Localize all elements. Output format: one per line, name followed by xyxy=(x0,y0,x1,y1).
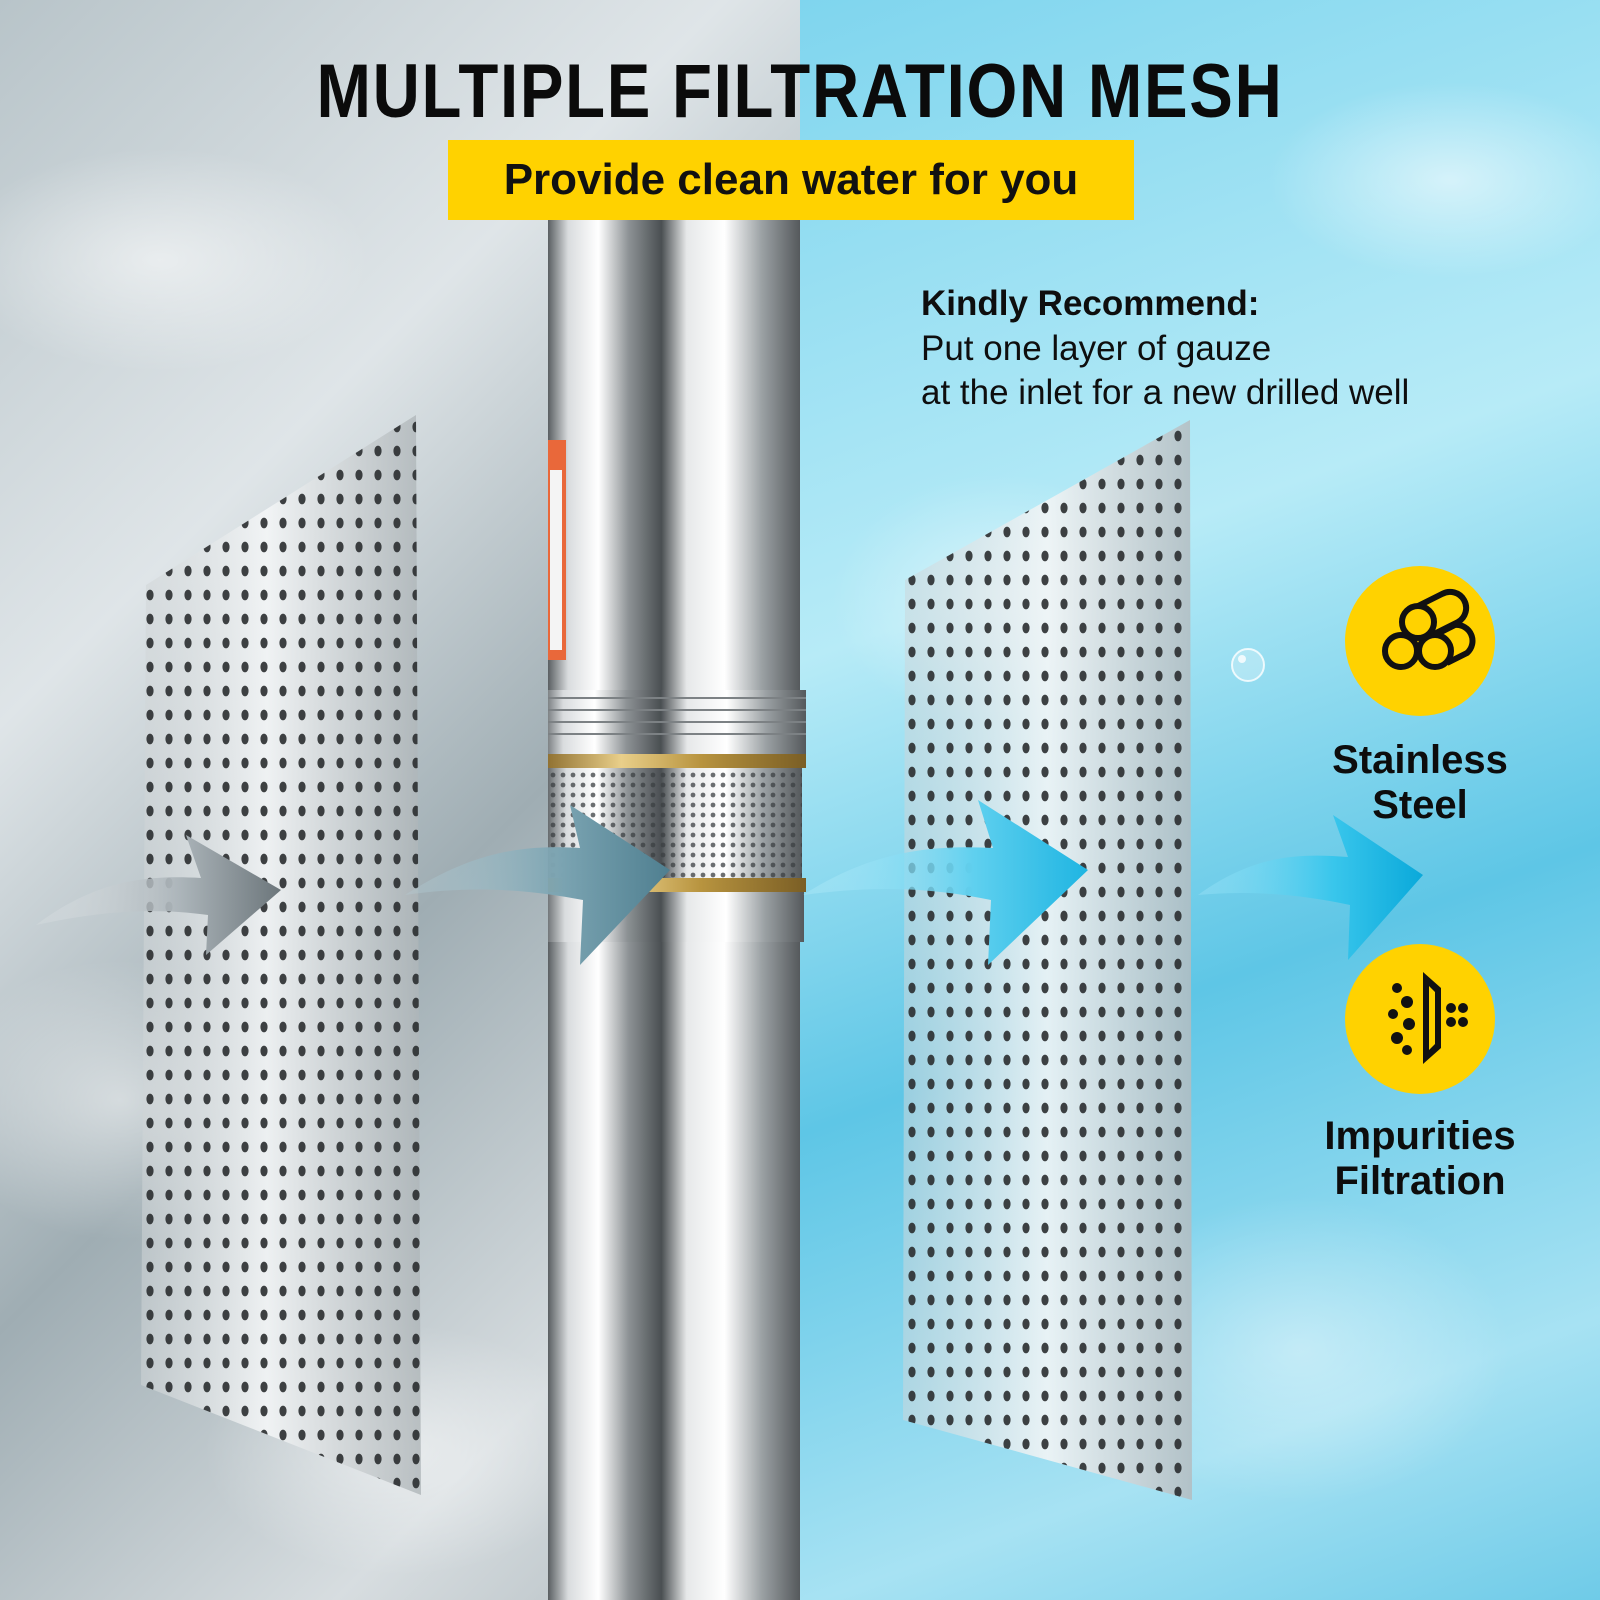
flow-arrow-dirty xyxy=(36,835,281,955)
water-droplet xyxy=(1231,648,1265,682)
recommendation-heading: Kindly Recommend: xyxy=(921,284,1260,323)
subtitle-text: Provide clean water for you xyxy=(503,155,1079,204)
filter-mesh-panel-right xyxy=(903,420,1192,1500)
page-title: MULTIPLE FILTRATION MESH xyxy=(316,49,1284,134)
recommendation-line-1: Put one layer of gauze xyxy=(921,329,1272,368)
flow-arrow-clean xyxy=(1198,815,1423,960)
recommendation-note: Kindly Recommend: Put one layer of gauze… xyxy=(921,281,1409,415)
recommendation-line-2: at the inlet for a new drilled well xyxy=(921,373,1410,412)
pipes-icon xyxy=(1382,588,1476,670)
stainless-steel-badge xyxy=(1345,566,1495,716)
flow-arrow-entering xyxy=(405,805,670,965)
submersible-pump xyxy=(548,220,806,1600)
filtration-icon xyxy=(1388,972,1468,1064)
stainless-steel-label: Stainless Steel xyxy=(1332,738,1508,827)
impurities-filtration-badge xyxy=(1345,944,1495,1094)
subtitle-badge: Provide clean water for you xyxy=(448,140,1134,220)
flow-arrow-cleaning xyxy=(803,800,1088,965)
impurities-filtration-label: Impurities Filtration xyxy=(1324,1114,1516,1203)
filter-mesh-panel-left xyxy=(141,415,421,1495)
